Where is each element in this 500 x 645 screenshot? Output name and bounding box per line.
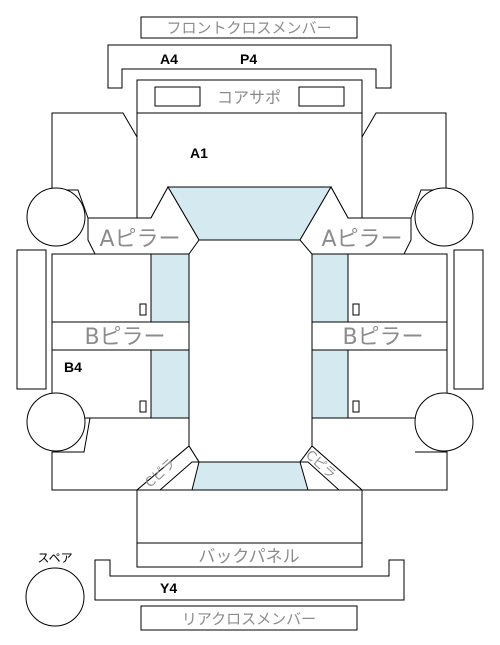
- rear-fender-left[interactable]: [51, 417, 190, 491]
- rocker-left[interactable]: [16, 249, 47, 390]
- headlight-left[interactable]: [154, 86, 201, 107]
- side-glass-front-left[interactable]: [150, 253, 190, 323]
- b-pillar-left[interactable]: [51, 321, 190, 351]
- wheel-front-left[interactable]: [26, 187, 86, 247]
- side-glass-rear-left[interactable]: [150, 349, 190, 419]
- rear-cross-member-box[interactable]: [140, 605, 358, 631]
- side-glass-front-right[interactable]: [311, 253, 349, 323]
- code-p4: P4: [240, 51, 257, 67]
- rear-cross-member-label: リアクロスメンバー: [182, 610, 316, 628]
- wheel-rear-left[interactable]: [26, 392, 86, 452]
- front-cross-member-box[interactable]: [140, 16, 358, 39]
- code-b4: B4: [64, 359, 82, 375]
- rear-bracket[interactable]: [94, 559, 405, 601]
- b-pillar-left-label: Bピラー: [84, 325, 165, 350]
- spare-tire[interactable]: [25, 567, 85, 627]
- core-support-label: コアサポ: [217, 88, 281, 107]
- a-pillar-left-label: Aピラー: [99, 227, 180, 252]
- door-handle-front-right: [352, 303, 360, 316]
- windshield-rear[interactable]: [191, 461, 309, 491]
- front-door-left[interactable]: [51, 253, 152, 323]
- side-glass-rear-right[interactable]: [311, 349, 349, 419]
- code-a1: A1: [190, 145, 208, 161]
- spare-label: スペア: [37, 551, 72, 565]
- back-panel[interactable]: [136, 542, 363, 568]
- door-handle-rear-right: [352, 400, 360, 413]
- roof[interactable]: [188, 239, 313, 463]
- a-pillar-right-label: Aピラー: [321, 227, 402, 252]
- door-handle-rear-left: [139, 400, 147, 413]
- back-panel-label: バックパネル: [198, 547, 299, 567]
- front-cross-member-label: フロントクロスメンバー: [166, 19, 331, 37]
- c-pillar-left[interactable]: [135, 445, 200, 491]
- front-door-right[interactable]: [347, 253, 448, 323]
- rocker-right[interactable]: [453, 249, 484, 390]
- b-pillar-right-label: Bピラー: [342, 325, 423, 350]
- c-pillar-right[interactable]: [299, 445, 364, 491]
- wheel-rear-right[interactable]: [414, 392, 474, 452]
- code-a4: A4: [160, 51, 178, 67]
- headlight-right[interactable]: [298, 86, 345, 107]
- trunk[interactable]: [136, 489, 363, 544]
- code-y4: Y4: [160, 580, 177, 596]
- b-pillar-right[interactable]: [311, 321, 448, 351]
- wheel-front-right[interactable]: [414, 187, 474, 247]
- door-handle-front-left: [139, 303, 147, 316]
- front-bracket[interactable]: [107, 44, 392, 89]
